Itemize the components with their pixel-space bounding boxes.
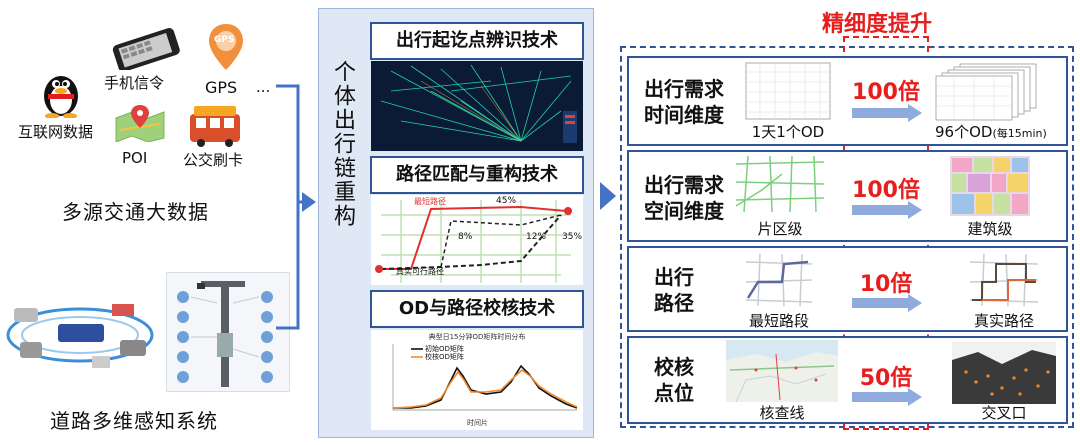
row1-from-caption: 1天1个OD — [751, 123, 825, 141]
row2-from-caption: 片区级 — [757, 220, 803, 238]
route-map — [371, 195, 583, 285]
route-12-percent: 12% — [526, 232, 547, 242]
od-chart-xlabel: 时间片 — [467, 419, 488, 427]
bus-card-label: 公交刷卡 — [183, 151, 244, 169]
row2-arrow — [852, 205, 908, 215]
poi-map-icon — [115, 105, 165, 142]
multi-source-data-title: 多源交通大数据 — [62, 200, 209, 224]
sensor-devices-image — [6, 304, 154, 368]
row1-factor: 100倍 — [852, 80, 920, 105]
district-map-image — [735, 155, 825, 213]
gps-label: GPS — [205, 78, 238, 97]
bus-card-icon — [190, 106, 240, 147]
qq-penguin-icon — [44, 76, 78, 118]
row1-to-main: 96个OD — [935, 123, 993, 141]
row1-to-small: (每15min) — [992, 127, 1047, 140]
road-sensing-system-title: 道路多维感知系统 — [50, 409, 218, 433]
row4-from-caption: 核查线 — [759, 404, 805, 422]
phone-signal-label: 手机信令 — [104, 74, 165, 92]
left-bracket-connector — [276, 84, 316, 330]
od-legend-checked: 校核OD矩阵 — [425, 353, 464, 361]
row4-to-caption: 交叉口 — [981, 404, 1027, 422]
precision-header: 精细度提升 — [821, 12, 932, 37]
row1-title: 出行需求 时间维度 — [644, 77, 724, 127]
route-top-label: 最短路径 — [414, 197, 446, 206]
poi-label: POI — [122, 149, 148, 167]
sensing-system-poster — [166, 272, 290, 392]
row4-factor: 50倍 — [859, 366, 913, 391]
row4-arrow-head — [908, 388, 922, 406]
chain-label: 个体出行链重构 — [330, 60, 355, 228]
route-35-percent: 35% — [562, 232, 583, 242]
row1-arrow-head — [908, 104, 922, 122]
internet-data-label: 互联网数据 — [18, 123, 94, 141]
od-matrix-stack-image — [935, 63, 1037, 121]
row2-to-caption: 建筑级 — [967, 220, 1013, 238]
screenline-map-image — [726, 340, 838, 402]
right-outer-frame — [620, 46, 1074, 428]
row3-from-caption: 最短路段 — [748, 312, 809, 330]
ellipsis-label: ... — [256, 78, 271, 96]
row1-arrow — [852, 108, 908, 118]
right-arrow-connector — [600, 182, 616, 210]
real-path-image — [969, 253, 1039, 307]
od-identification-tech: 出行起讫点辨识技术 — [370, 22, 584, 60]
row3-arrow — [852, 298, 908, 308]
od-legend-initial: 初始OD矩阵 — [425, 345, 464, 353]
od-time-chart: 典型日15分钟OD矩阵时间分布 初始OD矩阵 校核OD矩阵 时间片 — [371, 330, 583, 430]
od-path-check-tech: OD与路径校核技术 — [370, 290, 584, 328]
row2-arrow-head — [908, 201, 922, 219]
row3-factor: 10倍 — [859, 272, 913, 297]
gps-pin-icon — [209, 24, 243, 70]
route-top-percent: 45% — [496, 196, 517, 206]
intersection-map-image — [952, 342, 1056, 404]
row2-title: 出行需求 空间维度 — [644, 173, 724, 223]
route-mid-percent: 8% — [458, 232, 473, 242]
route-bottom-label: 真实可行路径 — [396, 267, 444, 276]
row4-arrow — [852, 392, 908, 402]
row3-arrow-head — [908, 294, 922, 312]
gps-pin-text: GPS — [214, 35, 235, 45]
row4-title: 校核 点位 — [654, 355, 694, 405]
building-map-image — [950, 156, 1030, 216]
row3-to-caption: 真实路径 — [973, 312, 1034, 330]
path-matching-tech: 路径匹配与重构技术 — [370, 156, 584, 194]
phone-icon — [112, 28, 180, 70]
row2-factor: 100倍 — [852, 178, 920, 203]
row3-title: 出行 路径 — [654, 265, 694, 315]
od-chart-title: 典型日15分钟OD矩阵时间分布 — [428, 333, 526, 341]
row1-to-caption: 96个OD(每15min) — [935, 121, 1047, 142]
od-chart-lines — [392, 344, 578, 411]
od-trajectory-map — [371, 61, 583, 151]
shortest-path-image — [745, 253, 813, 307]
od-matrix-single-image — [745, 62, 831, 120]
row-travel-path — [627, 246, 1068, 332]
